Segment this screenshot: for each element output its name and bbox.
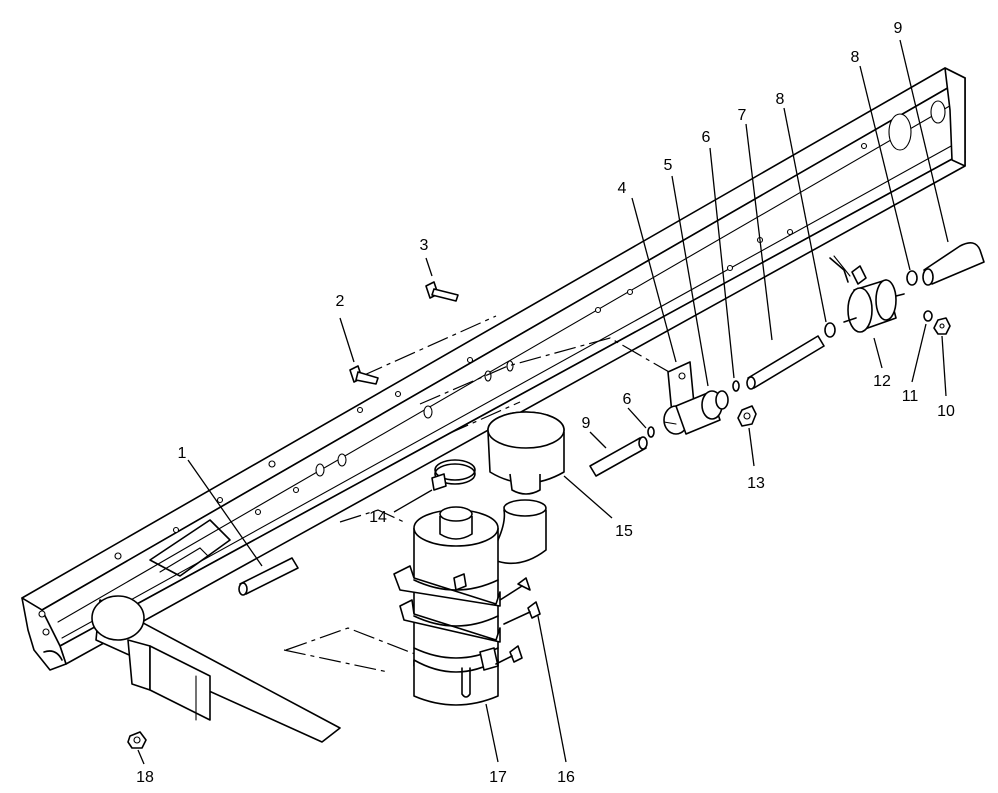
leader-lines [137, 39, 949, 765]
callout-6-upper: 6 [702, 129, 711, 146]
bolt-2 [349, 365, 379, 385]
phantom-line [419, 337, 691, 405]
fuel-strainer-4 [663, 361, 723, 435]
fuel-pump-12 [829, 255, 905, 333]
frame-rail [21, 67, 966, 671]
callout-2: 2 [336, 293, 345, 310]
phantom-line [285, 627, 421, 657]
clamp-6-lower [647, 426, 655, 438]
callout-5: 5 [664, 157, 673, 174]
air-filter-cap-15 [487, 411, 565, 495]
phantom-line [339, 509, 405, 523]
tube-7 [746, 335, 825, 390]
phantom-line [447, 401, 521, 435]
callout-15: 15 [615, 523, 633, 540]
callout-7: 7 [738, 107, 747, 124]
callout-18: 18 [136, 769, 154, 786]
clamp-14 [431, 459, 476, 491]
callout-12: 12 [873, 373, 891, 390]
callout-11: 11 [902, 388, 919, 405]
hose-9-lower [589, 436, 648, 477]
hose-1 [238, 557, 299, 596]
clamp-8-right [906, 270, 918, 286]
phantom-line [361, 315, 497, 377]
nut-18 [127, 731, 147, 749]
nut-10 [933, 317, 951, 335]
callout-10: 10 [937, 403, 955, 420]
crossmember-tube [91, 519, 341, 743]
clamp-8-left [824, 322, 836, 338]
callout-14: 14 [369, 509, 387, 526]
bolt-3 [425, 281, 459, 302]
callout-9-upper: 9 [894, 20, 903, 37]
nut-13 [737, 405, 757, 427]
callout-17: 17 [489, 769, 507, 786]
washer-5 [715, 390, 729, 410]
callout-9-lower: 9 [582, 415, 591, 432]
callouts: 1 2 3 4 5 6 7 8 8 9 12 11 10 13 6 9 14 1… [136, 20, 955, 786]
hose-9-upper [922, 242, 985, 286]
callout-16: 16 [557, 769, 575, 786]
callout-3: 3 [420, 237, 429, 254]
phantom-line [283, 649, 389, 673]
callout-6-lower: 6 [623, 391, 632, 408]
callout-8-middle: 8 [776, 91, 785, 108]
callout-13: 13 [747, 475, 765, 492]
washer-11 [923, 310, 933, 322]
callout-4: 4 [618, 180, 627, 197]
callout-1: 1 [178, 445, 187, 462]
clamp-6-upper [732, 380, 740, 392]
callout-8-right: 8 [851, 49, 860, 66]
air-cleaner-17 [393, 499, 547, 706]
